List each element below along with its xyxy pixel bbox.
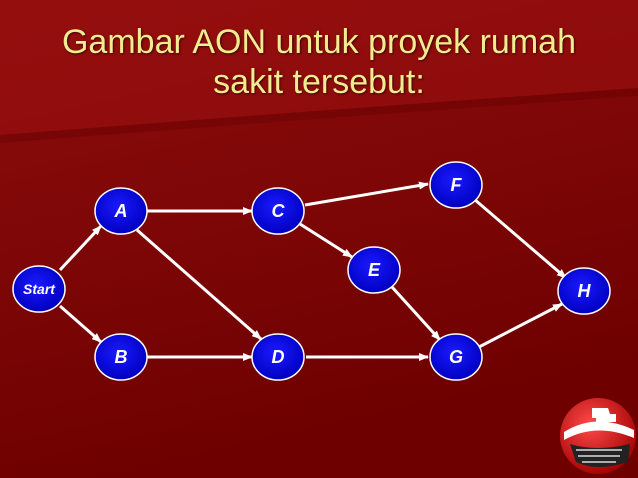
node-f-label: F xyxy=(451,175,463,195)
title-line-2: sakit tersebut: xyxy=(213,63,425,101)
node-e: E xyxy=(347,246,401,294)
node-g-label: G xyxy=(449,347,463,367)
node-b-label: B xyxy=(115,347,128,367)
node-b: B xyxy=(94,333,148,381)
arrow-a-to-d xyxy=(136,228,262,341)
arrow-start-to-b xyxy=(59,304,102,344)
node-a-label: A xyxy=(114,201,128,221)
arrow-c-to-f xyxy=(304,181,429,207)
title-line-1: Gambar AON untuk proyek rumah xyxy=(61,23,576,61)
node-g: G xyxy=(429,333,483,381)
node-c-label: C xyxy=(272,201,286,221)
node-start: Start xyxy=(12,265,66,313)
node-start-label: Start xyxy=(23,281,56,297)
node-h: H xyxy=(557,267,611,315)
node-c: C xyxy=(251,187,305,235)
slide-title: Gambar AON untuk proyek rumah sakit ters… xyxy=(20,22,618,102)
arrow-f-to-h xyxy=(473,197,567,280)
arrow-e-to-g xyxy=(390,285,442,342)
node-h-label: H xyxy=(578,281,592,301)
arrow-start-to-a xyxy=(58,224,103,272)
university-logo-icon xyxy=(560,398,636,474)
node-d: D xyxy=(251,333,305,381)
node-e-label: E xyxy=(368,260,381,280)
node-f: F xyxy=(429,161,483,209)
arrow-c-to-e xyxy=(299,222,353,259)
node-d-label: D xyxy=(272,347,285,367)
node-a: A xyxy=(94,187,148,235)
arrow-g-to-h xyxy=(478,302,563,349)
